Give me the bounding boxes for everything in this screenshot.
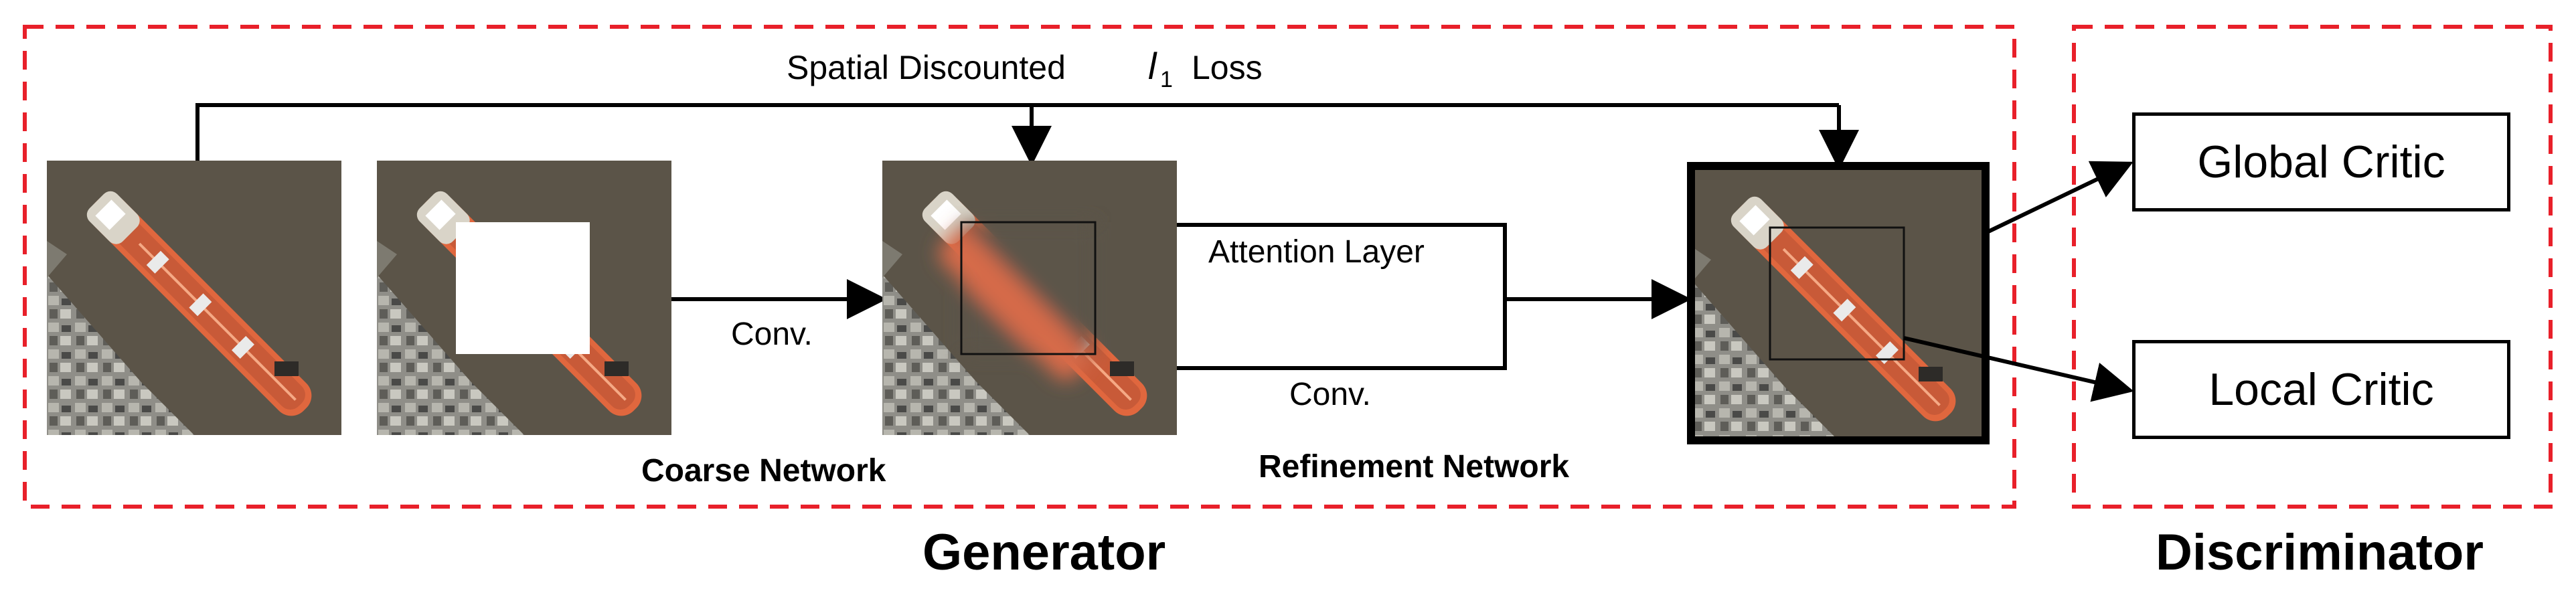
local-critic-arrow xyxy=(1903,336,2134,402)
generator-label: Generator xyxy=(922,524,1166,581)
attention-layer-label: Attention Layer xyxy=(1208,234,1425,270)
local-critic-box: Local Critic xyxy=(2132,340,2510,439)
generator-dashed-border xyxy=(23,25,2016,509)
loss-label-post: Loss xyxy=(1192,49,1263,86)
refinement-network-label: Refinement Network xyxy=(1259,449,1570,485)
refine-branch xyxy=(1177,223,1507,370)
conv-label-2: Conv. xyxy=(1289,377,1371,412)
coarse-network-label: Coarse Network xyxy=(641,453,886,489)
loss-symbol: l xyxy=(1148,45,1157,87)
refined-output-border xyxy=(1687,162,1990,444)
attention-box xyxy=(960,221,1097,355)
conv-label-1: Conv. xyxy=(731,317,813,352)
coarse-output-image xyxy=(882,161,1177,435)
local-patch-box xyxy=(1769,226,1905,361)
global-critic-arrow xyxy=(1984,161,2134,235)
global-critic-label: Global Critic xyxy=(2197,137,2445,187)
discriminator-dashed-border xyxy=(2072,25,2553,509)
global-critic-box: Global Critic xyxy=(2132,112,2510,211)
loss-line-top xyxy=(195,103,1839,161)
refined-output-image xyxy=(1691,166,1986,440)
loss-label-pre: Spatial Discounted xyxy=(787,49,1066,86)
mask-region xyxy=(456,222,590,354)
masked-ship-image xyxy=(377,161,671,435)
local-critic-label: Local Critic xyxy=(2208,364,2434,415)
discriminator-label: Discriminator xyxy=(2156,524,2484,581)
ship-image xyxy=(47,161,341,435)
loss-subscript: 1 xyxy=(1160,67,1173,92)
